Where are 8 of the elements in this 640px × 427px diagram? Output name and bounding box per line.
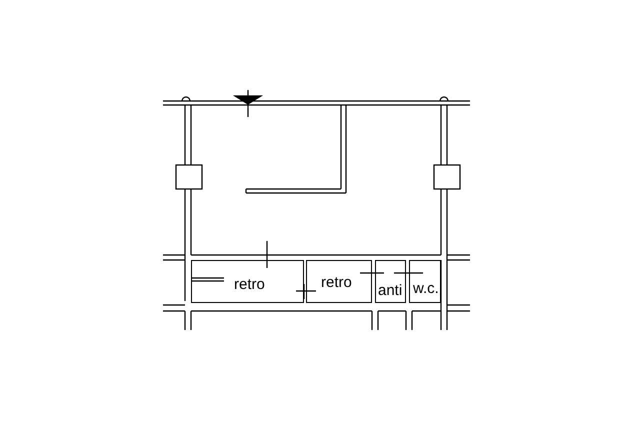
room-label: anti <box>378 283 402 298</box>
room-label: w.c. <box>413 281 439 296</box>
room <box>409 260 441 303</box>
room <box>306 260 372 303</box>
room <box>191 260 304 303</box>
room-label: retro <box>321 275 352 290</box>
room <box>375 260 406 303</box>
room-label: retro <box>234 277 265 292</box>
